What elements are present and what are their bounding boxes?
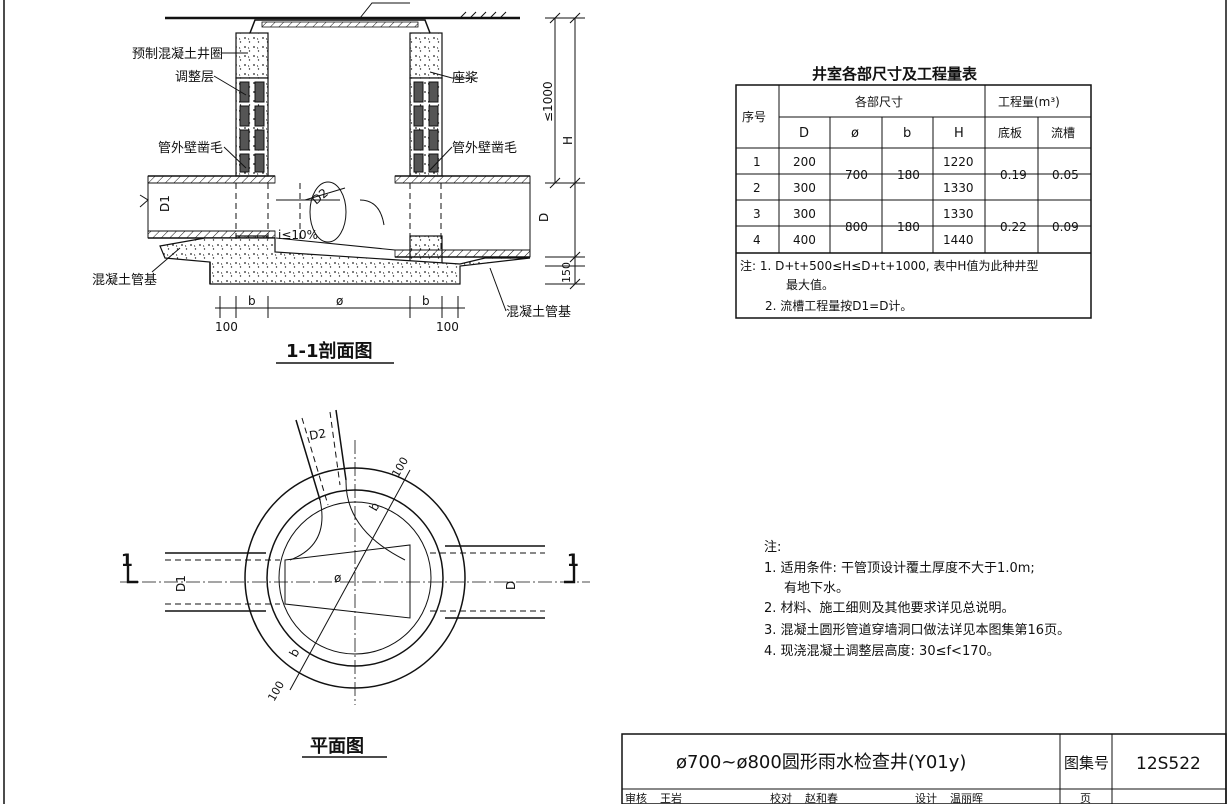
note-item: 1. 适用条件: 干管顶设计覆土厚度不大于1.0m; bbox=[764, 560, 1035, 576]
table-header-no: 序号 bbox=[742, 109, 766, 124]
table-cell: 4 bbox=[753, 233, 761, 247]
table-cell: 300 bbox=[793, 181, 816, 195]
signature-cell: 审核 bbox=[625, 791, 647, 804]
table-cell: 1330 bbox=[943, 207, 974, 221]
table-cell: 0.22 bbox=[1000, 220, 1027, 234]
table-cell: 1440 bbox=[943, 233, 974, 247]
table-cell: 200 bbox=[793, 155, 816, 169]
table-cell: 2 bbox=[753, 181, 761, 195]
table-cell: 300 bbox=[793, 207, 816, 221]
plan-title: 平面图 bbox=[310, 736, 364, 757]
table-cell: 400 bbox=[793, 233, 816, 247]
notes-heading: 注: bbox=[764, 540, 781, 555]
table-col-h: H bbox=[954, 126, 964, 141]
label-leveling-layer: 调整层 bbox=[175, 70, 214, 85]
label-d2-section: D2 bbox=[309, 186, 331, 208]
atlas-label: 图集号 bbox=[1064, 754, 1109, 772]
note-item: 4. 现浇混凝土调整层高度: 30≤f<170。 bbox=[764, 643, 1000, 659]
drawing-title: ø700~ø800圆形雨水检查井(Y01y) bbox=[676, 752, 966, 773]
dim-phi: ø bbox=[336, 294, 343, 308]
dim-100-right: 100 bbox=[436, 320, 459, 334]
table-cell: 3 bbox=[753, 207, 761, 221]
label-base-thickness: 150 bbox=[560, 262, 573, 283]
section-title: 1-1剖面图 bbox=[286, 340, 373, 362]
table-header-dims: 各部尺寸 bbox=[855, 94, 903, 109]
label-max-depth: ≤1000 bbox=[541, 81, 555, 122]
label-d2-plan: D2 bbox=[308, 426, 327, 443]
label-precast-ring: 预制混凝土井圈 bbox=[132, 46, 223, 62]
table-cell: 800 bbox=[845, 220, 868, 234]
label-d1-plan: D1 bbox=[174, 575, 188, 592]
table-cell: 0.05 bbox=[1052, 168, 1079, 182]
section-view bbox=[139, 2, 585, 364]
table-cell: 1220 bbox=[943, 155, 974, 169]
note-item: 2. 材料、施工细则及其他要求详见总说明。 bbox=[764, 601, 1015, 616]
table-col-phi: ø bbox=[851, 126, 859, 141]
signature-cell: 赵和春 bbox=[805, 791, 838, 804]
label-h-section: H bbox=[561, 136, 575, 145]
label-100-bottom: 100 bbox=[265, 679, 287, 704]
label-roughen-left: 管外壁凿毛 bbox=[158, 141, 223, 156]
label-b-bottom: b bbox=[286, 646, 302, 660]
label-phi-plan: ø bbox=[334, 571, 341, 585]
label-d1-section: D1 bbox=[158, 195, 172, 212]
cut-label-left: 1 bbox=[121, 551, 133, 571]
label-d-plan: D bbox=[504, 581, 518, 590]
dim-100-left: 100 bbox=[215, 320, 238, 334]
table-cell: 1 bbox=[753, 155, 761, 169]
table-note: 注: 1. D+t+500≤H≤D+t+1000, 表中H值为此种井型 bbox=[740, 258, 1038, 273]
signature-cell: 温丽晖 bbox=[950, 792, 983, 804]
label-100-top: 100 bbox=[389, 455, 411, 480]
plan-view bbox=[120, 409, 590, 758]
label-roughen-right: 管外壁凿毛 bbox=[452, 141, 517, 156]
note-item: 有地下水。 bbox=[784, 581, 849, 596]
title-block bbox=[621, 733, 1227, 804]
table-col-base: 底板 bbox=[998, 125, 1022, 140]
table-cell: 700 bbox=[845, 168, 868, 182]
table-cell: 180 bbox=[897, 168, 920, 182]
table-cell: 0.19 bbox=[1000, 168, 1027, 182]
table-note: 最大值。 bbox=[786, 277, 834, 292]
table-title: 井室各部尺寸及工程量表 bbox=[812, 65, 978, 83]
signature-cell: 王岩 bbox=[660, 791, 682, 804]
note-item: 3. 混凝土圆形管道穿墙洞口做法详见本图集第16页。 bbox=[764, 622, 1070, 638]
table-col-channel: 流槽 bbox=[1051, 126, 1075, 140]
table-col-b: b bbox=[903, 126, 911, 141]
table-col-d: D bbox=[799, 126, 809, 141]
cut-label-right: 1 bbox=[567, 551, 579, 571]
table-note: 2. 流槽工程量按D1=D计。 bbox=[765, 298, 912, 313]
label-d-section: D bbox=[537, 213, 551, 222]
table-cell: 1330 bbox=[943, 181, 974, 195]
table-header-qty: 工程量(m³) bbox=[998, 94, 1060, 109]
dim-b-left: b bbox=[248, 294, 256, 308]
label-pipe-base-left: 混凝土管基 bbox=[92, 272, 157, 288]
quantity-table bbox=[735, 84, 1092, 319]
label-slope: i≤10% bbox=[278, 228, 318, 242]
label-mortar: 座浆 bbox=[452, 71, 478, 86]
signature-cell: 设计 bbox=[915, 792, 937, 804]
signature-cell: 校对 bbox=[770, 791, 792, 804]
sheet-border bbox=[3, 0, 1227, 804]
atlas-number: 12S522 bbox=[1136, 754, 1201, 774]
dim-b-right: b bbox=[422, 294, 430, 308]
signature-cell: 页 bbox=[1080, 792, 1091, 804]
table-cell: 0.09 bbox=[1052, 220, 1079, 234]
label-pipe-base-right: 混凝土管基 bbox=[506, 304, 571, 320]
table-cell: 180 bbox=[897, 220, 920, 234]
label-b-top: b bbox=[366, 500, 382, 514]
